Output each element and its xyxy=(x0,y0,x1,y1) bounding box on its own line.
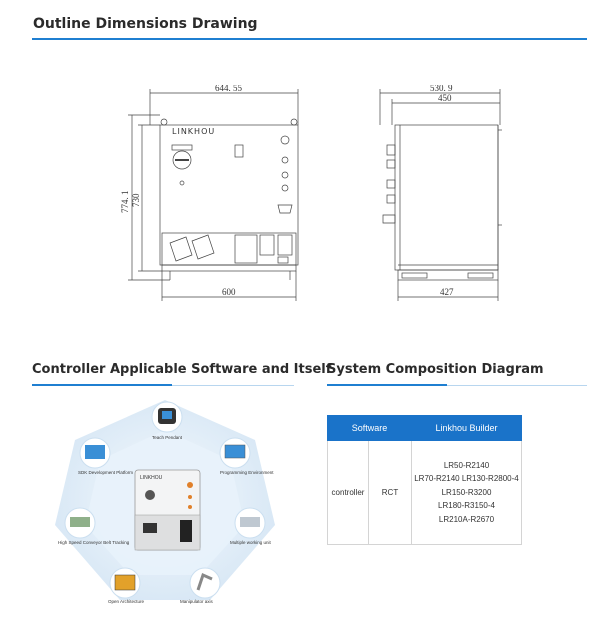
drawing-brand-text: LINKHOU xyxy=(172,127,215,136)
outline-title-rule xyxy=(32,38,587,40)
software-title: Controller Applicable Software and Itsel… xyxy=(32,362,332,377)
dim-front-height-outer: 774. 1 xyxy=(120,191,130,214)
system-title-rule xyxy=(327,384,447,386)
model-item: LR70-R2140 LR130-R2800-4 xyxy=(414,474,519,484)
node-multiple-working-unit: Multiple working unit xyxy=(230,507,272,545)
outline-drawing: 644. 55 600 774. 1 730 530. 9 450 427 LI… xyxy=(120,85,502,301)
table-model-list: LR50-R2140 LR70-R2140 LR130-R2800-4 LR15… xyxy=(411,440,522,545)
software-title-rule-light xyxy=(172,385,294,386)
node-teach-pendant: Teach Pendant xyxy=(151,401,183,440)
dim-front-base: 600 xyxy=(222,287,236,297)
software-title-rule xyxy=(32,384,172,386)
svg-text:Multiple working unit: Multiple working unit xyxy=(230,540,272,545)
svg-text:Open Architecture: Open Architecture xyxy=(108,599,145,604)
node-manipulator-axis: Manipulator axis xyxy=(180,567,221,604)
svg-text:Programming Environment: Programming Environment xyxy=(220,470,274,475)
system-composition-table: Software Linkhou Builder controller RCT … xyxy=(327,415,522,545)
node-conveyor-tracking: High Speed Conveyor Belt Tracking xyxy=(58,507,130,545)
model-item: LR50-R2140 xyxy=(443,460,490,470)
svg-text:Manipulator axis: Manipulator axis xyxy=(180,599,214,604)
node-sdk-platform: SDK Development Platform xyxy=(78,437,133,475)
model-item: LR150-R3200 xyxy=(441,487,492,497)
svg-text:SDK Development Platform: SDK Development Platform xyxy=(78,470,133,475)
system-title: System Composition Diagram xyxy=(327,362,544,377)
model-item: LR210A-R2670 xyxy=(438,514,495,524)
model-item: LR180-R3150-4 xyxy=(438,501,495,511)
dim-front-width: 644. 55 xyxy=(215,85,243,93)
dim-side-width-outer: 530. 9 xyxy=(430,85,453,93)
software-hex-diagram: LINKHOU Teach Pendant Programming Enviro… xyxy=(55,400,275,604)
outline-dimensions-title: Outline Dimensions Drawing xyxy=(33,16,258,32)
svg-text:Teach Pendant: Teach Pendant xyxy=(152,435,183,440)
diagram-center-brand: LINKHOU xyxy=(140,475,163,481)
system-title-rule-light xyxy=(447,385,587,386)
dim-side-base: 427 xyxy=(440,287,454,297)
table-row-label: controller xyxy=(327,440,369,545)
svg-text:High Speed Conveyor Belt Track: High Speed Conveyor Belt Tracking xyxy=(58,540,130,545)
table-header-software: Software xyxy=(327,415,412,441)
dim-side-width-inner: 450 xyxy=(438,93,452,103)
node-open-architecture: Open Architecture xyxy=(108,567,145,604)
table-row-value: RCT xyxy=(368,440,412,545)
dim-front-height-inner: 730 xyxy=(131,193,141,207)
table-header-builder: Linkhou Builder xyxy=(411,415,522,441)
node-programming-environment: Programming Environment xyxy=(219,437,274,475)
